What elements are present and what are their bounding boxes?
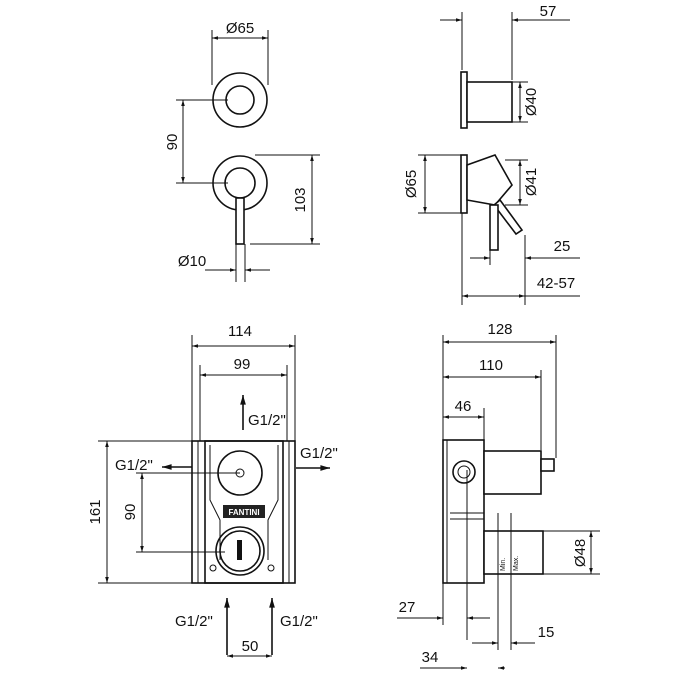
dim-lower-diameter: Ø41 [523,168,540,196]
brand-logo: FANTINI [228,508,259,517]
dim-front-diameter: Ø65 [226,20,254,37]
body-side-view: Min. Max. 128 110 46 Ø48 27 15 34 [397,321,600,670]
front-view: Ø65 90 103 Ø10 [164,20,320,282]
connection-left: G1/2" [115,457,153,474]
dim-body-width: 114 [228,323,252,340]
dim-front-height: 103 [292,187,309,212]
dim-box-depth: 46 [455,398,472,415]
connection-right: G1/2" [300,445,338,462]
dim-upper-diameter: Ø40 [523,88,540,116]
dim-cylinder-depth: 110 [479,357,503,374]
dim-front-spacing: 90 [164,134,181,151]
min-label: Min. [500,558,507,571]
dim-total-depth: 128 [487,321,512,338]
dim-body-spacing: 90 [122,504,139,521]
dim-15: 15 [538,624,555,641]
dim-lever-offset: 25 [554,238,571,255]
dim-inlet-spacing: 50 [242,638,259,655]
connection-top: G1/2" [248,412,286,429]
dim-lever-diameter: Ø10 [178,253,206,270]
connection-bottom-left: G1/2" [175,613,213,630]
dim-body-inner-width: 99 [234,356,251,373]
max-label: Max. [513,556,520,571]
dim-depth-range: 42-57 [537,275,575,292]
connection-bottom-right: G1/2" [280,613,318,630]
dim-plate-diameter: Ø65 [403,170,420,198]
side-view: 57 Ø40 Ø65 Ø41 25 42-57 [403,3,580,305]
dim-34: 34 [422,649,439,666]
dim-lower-cylinder-diameter: Ø48 [572,539,589,567]
dim-body-height: 161 [87,499,104,524]
dim-side-depth: 57 [540,3,557,20]
body-front-view: FANTINI 114 99 G1/2" G1/2" G1/2" 161 90 … [87,323,338,658]
dim-27: 27 [399,599,416,616]
